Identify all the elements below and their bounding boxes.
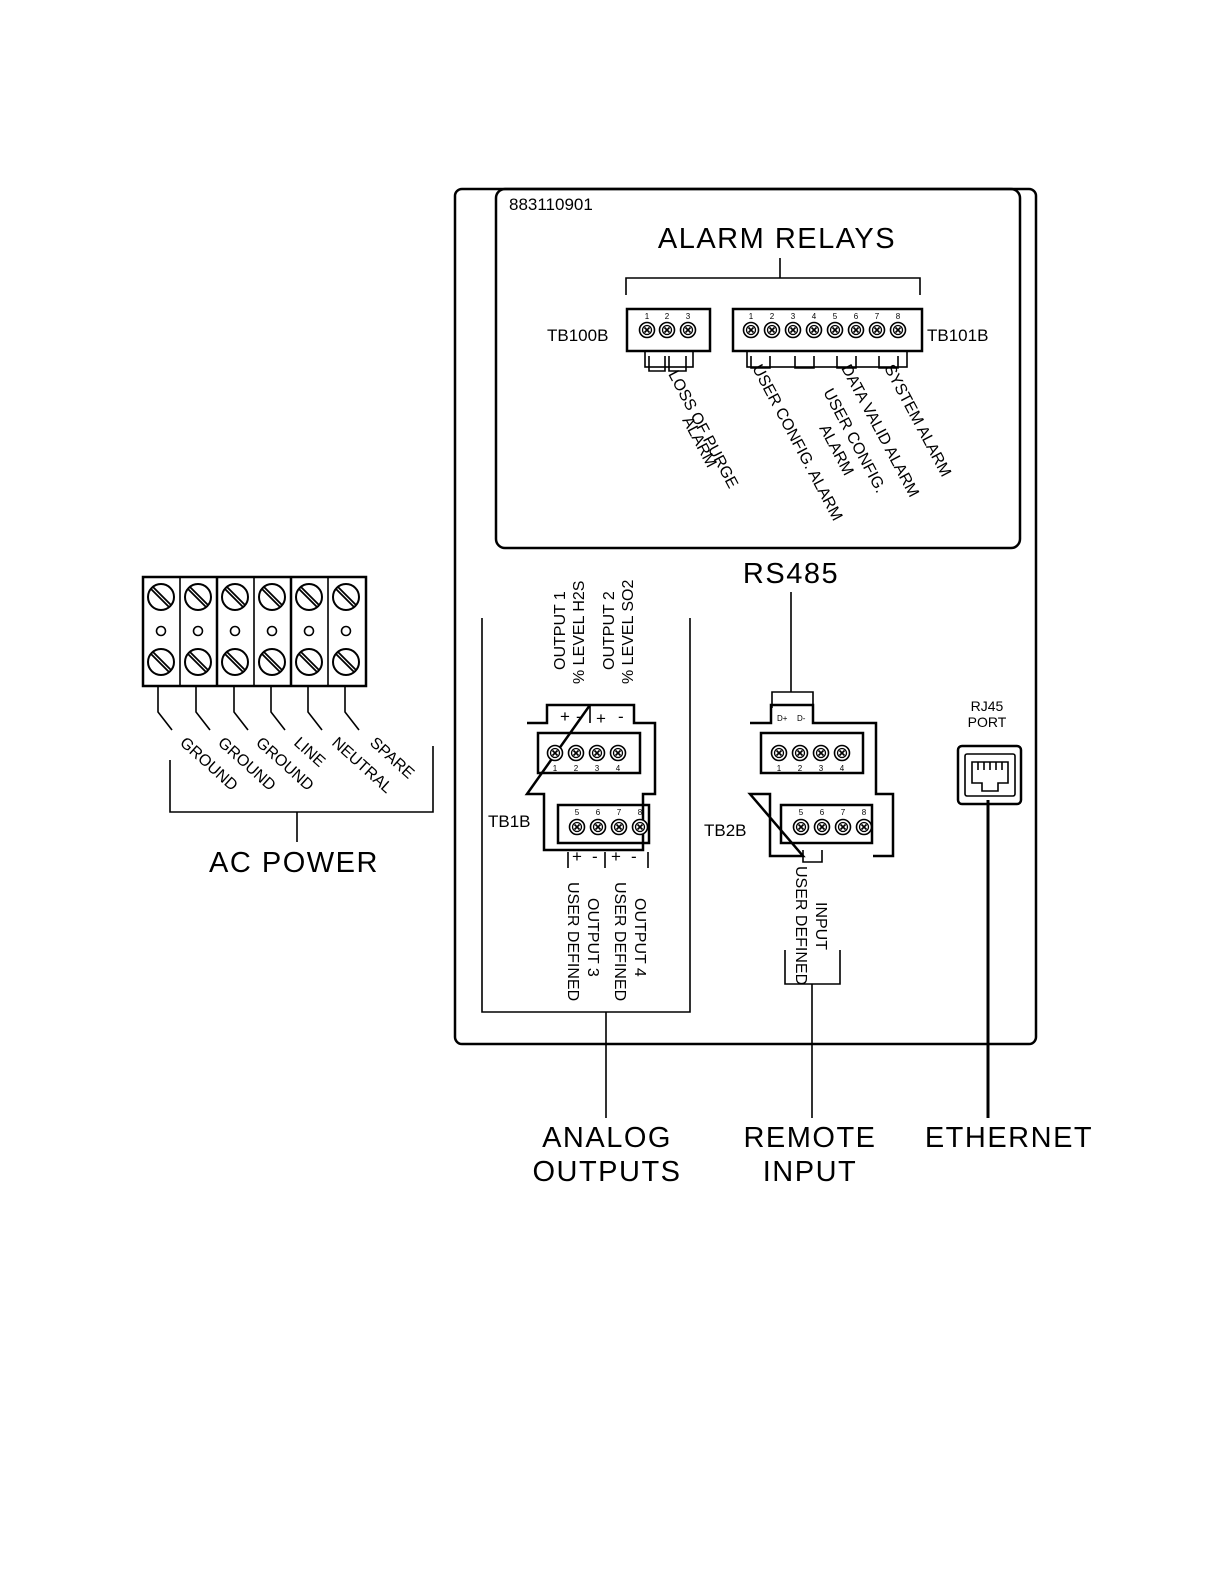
remote-input-label-2: USER DEFINED bbox=[792, 866, 809, 985]
tb1b-pin-6: 6 bbox=[596, 808, 601, 817]
tb101b-screw-7 bbox=[868, 321, 886, 339]
tb1b-pin-5: 5 bbox=[575, 808, 580, 817]
tb101b-pin-6: 6 bbox=[854, 312, 859, 321]
tb101b-pin-1: 1 bbox=[749, 312, 754, 321]
tb2b-pin-4: 4 bbox=[840, 764, 845, 773]
user-config-2-leads bbox=[794, 356, 815, 369]
tb2b-connector: D+ D- 1 2 3 4 5 6 7 8 bbox=[747, 703, 895, 863]
tb1b-pin-1: 1 bbox=[553, 764, 558, 773]
tb1b-plus-4: + bbox=[611, 847, 621, 866]
tb100b-screw-2 bbox=[658, 321, 676, 339]
remote-input-title-2: INPUT bbox=[763, 1156, 858, 1188]
tb1b-pin-3: 3 bbox=[595, 764, 600, 773]
tb2b-pin-2: 2 bbox=[798, 764, 803, 773]
output1-label-2: % LEVEL H2S bbox=[571, 581, 588, 684]
user-config-1-leads bbox=[750, 356, 771, 369]
tb101b-connector: 1 2 3 4 5 6 7 8 bbox=[731, 307, 924, 368]
remote-input-bracket bbox=[784, 950, 841, 1118]
ac-power-terminal-block bbox=[141, 575, 368, 688]
output3-label-1: OUTPUT 3 bbox=[584, 898, 601, 977]
tb101b-pin-3: 3 bbox=[791, 312, 796, 321]
tb1b-pin-4: 4 bbox=[616, 764, 621, 773]
tb101b-pin-5: 5 bbox=[833, 312, 838, 321]
tb1b-connector: + - + - 1 2 3 4 5 6 7 8 + - + - bbox=[524, 703, 657, 868]
rs485-label: RS485 bbox=[743, 558, 839, 590]
tb2b-label: TB2B bbox=[704, 821, 747, 840]
tb1b-plus-1: + bbox=[560, 707, 570, 726]
tb101b-screw-3 bbox=[784, 321, 802, 339]
ac-power-leads bbox=[157, 686, 360, 731]
alarm-panel-outline bbox=[494, 187, 1022, 550]
output1-label-1: OUTPUT 1 bbox=[552, 591, 569, 670]
output3-label-2: USER DEFINED bbox=[564, 882, 581, 1001]
tb2b-pin-1: 1 bbox=[777, 764, 782, 773]
rj45-label-1: RJ45 bbox=[971, 698, 1004, 714]
tb101b-pin-8: 8 bbox=[896, 312, 901, 321]
tb101b-screw-8 bbox=[889, 321, 907, 339]
remote-input-label-1: INPUT bbox=[812, 902, 829, 950]
tb1b-minus-4: - bbox=[631, 847, 637, 866]
tb100b-screw-1 bbox=[638, 321, 656, 339]
part-number: 883110901 bbox=[509, 195, 593, 214]
tb100b-pin-2: 2 bbox=[665, 312, 670, 321]
rj45-label-2: PORT bbox=[968, 714, 1007, 730]
tb1b-pin-7: 7 bbox=[617, 808, 622, 817]
ethernet-title: ETHERNET bbox=[925, 1122, 1093, 1154]
alarm-relays-title: ALARM RELAYS bbox=[658, 223, 896, 255]
tb100b-pin-1: 1 bbox=[645, 312, 650, 321]
data-valid-leads bbox=[836, 356, 857, 369]
tb101b-screw-2 bbox=[763, 321, 781, 339]
loss-of-purge-leads bbox=[648, 356, 687, 372]
tb1b-pin-2: 2 bbox=[574, 764, 579, 773]
enclosure-outline bbox=[453, 187, 1038, 1046]
tb2b-d-plus: D+ bbox=[777, 714, 788, 723]
tb100b-pin-3: 3 bbox=[686, 312, 691, 321]
output4-label-1: OUTPUT 4 bbox=[631, 898, 648, 977]
tb1b-plus-2: + bbox=[596, 709, 606, 728]
system-alarm-leads bbox=[878, 356, 899, 369]
tb101b-screw-4 bbox=[805, 321, 823, 339]
tb1b-minus-2: - bbox=[618, 707, 624, 726]
tb101b-label: TB101B bbox=[927, 326, 988, 345]
tb101b-pin-7: 7 bbox=[875, 312, 880, 321]
tb1b-label: TB1B bbox=[488, 812, 531, 831]
analog-outputs-title-2: OUTPUTS bbox=[532, 1156, 681, 1188]
alarm-relays-bracket bbox=[625, 258, 921, 295]
tb1b-plus-3: + bbox=[572, 847, 582, 866]
rj45-port-icon bbox=[956, 744, 1023, 806]
output2-label-1: OUTPUT 2 bbox=[601, 591, 618, 670]
tb100b-screw-3 bbox=[679, 321, 697, 339]
ac-power-title: AC POWER bbox=[209, 847, 379, 879]
analog-outputs-title-1: ANALOG bbox=[542, 1122, 672, 1154]
analog-bracket bbox=[481, 618, 691, 1118]
tb101b-screw-6 bbox=[847, 321, 865, 339]
tb2b-pin-7: 7 bbox=[841, 808, 846, 817]
tb100b-label: TB100B bbox=[547, 326, 608, 345]
tb1b-minus-3: - bbox=[592, 847, 598, 866]
tb101b-pin-2: 2 bbox=[770, 312, 775, 321]
tb101b-screw-1 bbox=[742, 321, 760, 339]
output4-label-2: USER DEFINED bbox=[611, 882, 628, 1001]
tb2b-d-minus: D- bbox=[797, 714, 806, 723]
rs485-lead bbox=[771, 592, 814, 708]
output2-label-2: % LEVEL SO2 bbox=[620, 580, 637, 684]
tb2b-pin-6: 6 bbox=[820, 808, 825, 817]
ac-power-bracket bbox=[169, 746, 434, 842]
tb101b-screw-5 bbox=[826, 321, 844, 339]
tb2b-pin-5: 5 bbox=[799, 808, 804, 817]
tb1b-pin-8: 8 bbox=[638, 808, 643, 817]
remote-input-title-1: REMOTE bbox=[743, 1122, 876, 1154]
tb2b-pin-3: 3 bbox=[819, 764, 824, 773]
tb2b-pin-8: 8 bbox=[862, 808, 867, 817]
tb101b-pin-4: 4 bbox=[812, 312, 817, 321]
tb1b-minus-1: - bbox=[576, 707, 582, 726]
